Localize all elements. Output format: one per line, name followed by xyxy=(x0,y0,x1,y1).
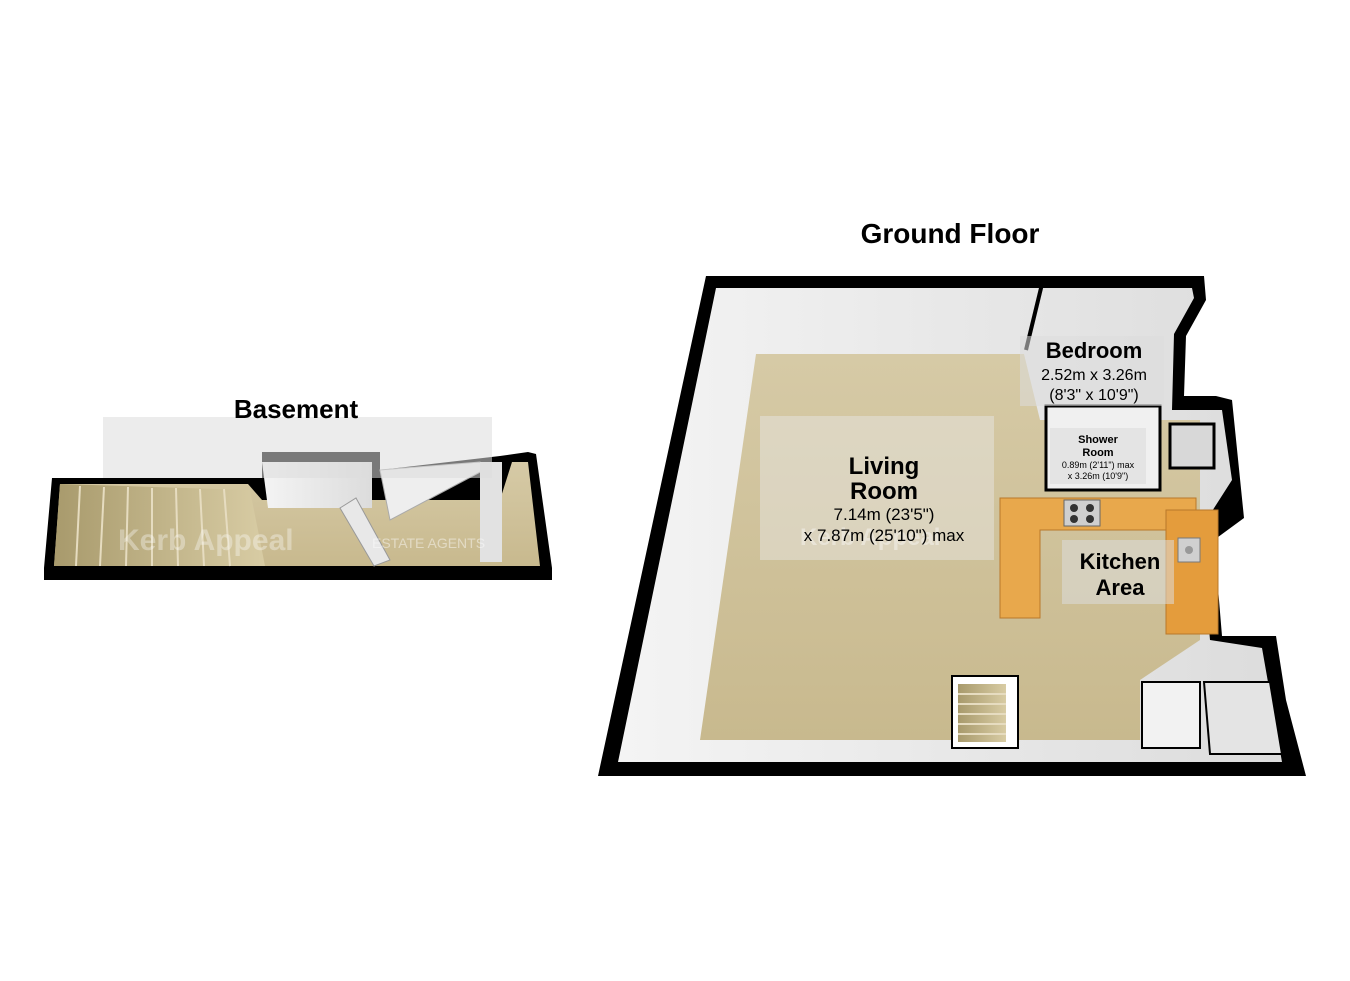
shower-room-name-2: Room xyxy=(1082,447,1113,459)
kitchen-worktop-top xyxy=(999,497,1197,619)
bedroom-dim-2: (8'3" x 10'9") xyxy=(1049,387,1139,404)
shower-room-dim-2: x 3.26m (10'9") xyxy=(1068,471,1128,481)
shower-room-name-1: Shower xyxy=(1078,434,1118,446)
kitchen-units xyxy=(999,497,1219,635)
cupboard-2 xyxy=(1202,681,1284,755)
bedroom-label-bg xyxy=(1020,336,1164,406)
watermark-tagline-basement: ESTATE AGENTS xyxy=(372,535,485,551)
ground-stairs xyxy=(951,675,1019,749)
shower-cubicle xyxy=(1168,422,1216,470)
watermark-logo-ground: Kerb Appeal xyxy=(800,524,940,551)
basement-label-bg xyxy=(103,417,492,478)
kitchen-sink-drain xyxy=(1185,546,1193,554)
basement-door xyxy=(339,497,391,567)
basement-stairs xyxy=(54,484,265,567)
living-room-label-bg xyxy=(760,416,994,560)
basement-plan: Kerb Appeal ESTATE AGENTS Basement xyxy=(44,394,552,580)
living-room-name-1: Living xyxy=(849,453,920,480)
shower-label-bg xyxy=(1050,428,1146,484)
hob-icon xyxy=(1063,499,1101,527)
kitchen-name-1: Kitchen xyxy=(1080,549,1161,574)
living-room-name-2: Room xyxy=(850,478,918,505)
basement-cupboard xyxy=(480,462,502,562)
bedroom-dim-1: 2.52m x 3.26m xyxy=(1041,367,1147,384)
living-room-dim-2: x 7.87m (25'10") max xyxy=(804,526,965,545)
kitchen-name-2: Area xyxy=(1096,575,1146,600)
kitchen-label-bg xyxy=(1062,540,1174,604)
cupboard-1 xyxy=(1141,681,1201,749)
shower-room-dim-1: 0.89m (2'11") max xyxy=(1062,460,1135,470)
bedroom-name: Bedroom xyxy=(1046,338,1143,363)
ground-floor-plan: Ground Floor xyxy=(598,218,1306,776)
ground-floor-title: Ground Floor xyxy=(861,218,1040,249)
basement-title: Basement xyxy=(234,394,359,424)
watermark-logo-basement: Kerb Appeal xyxy=(118,524,294,557)
living-room-dim-1: 7.14m (23'5") xyxy=(834,505,935,524)
